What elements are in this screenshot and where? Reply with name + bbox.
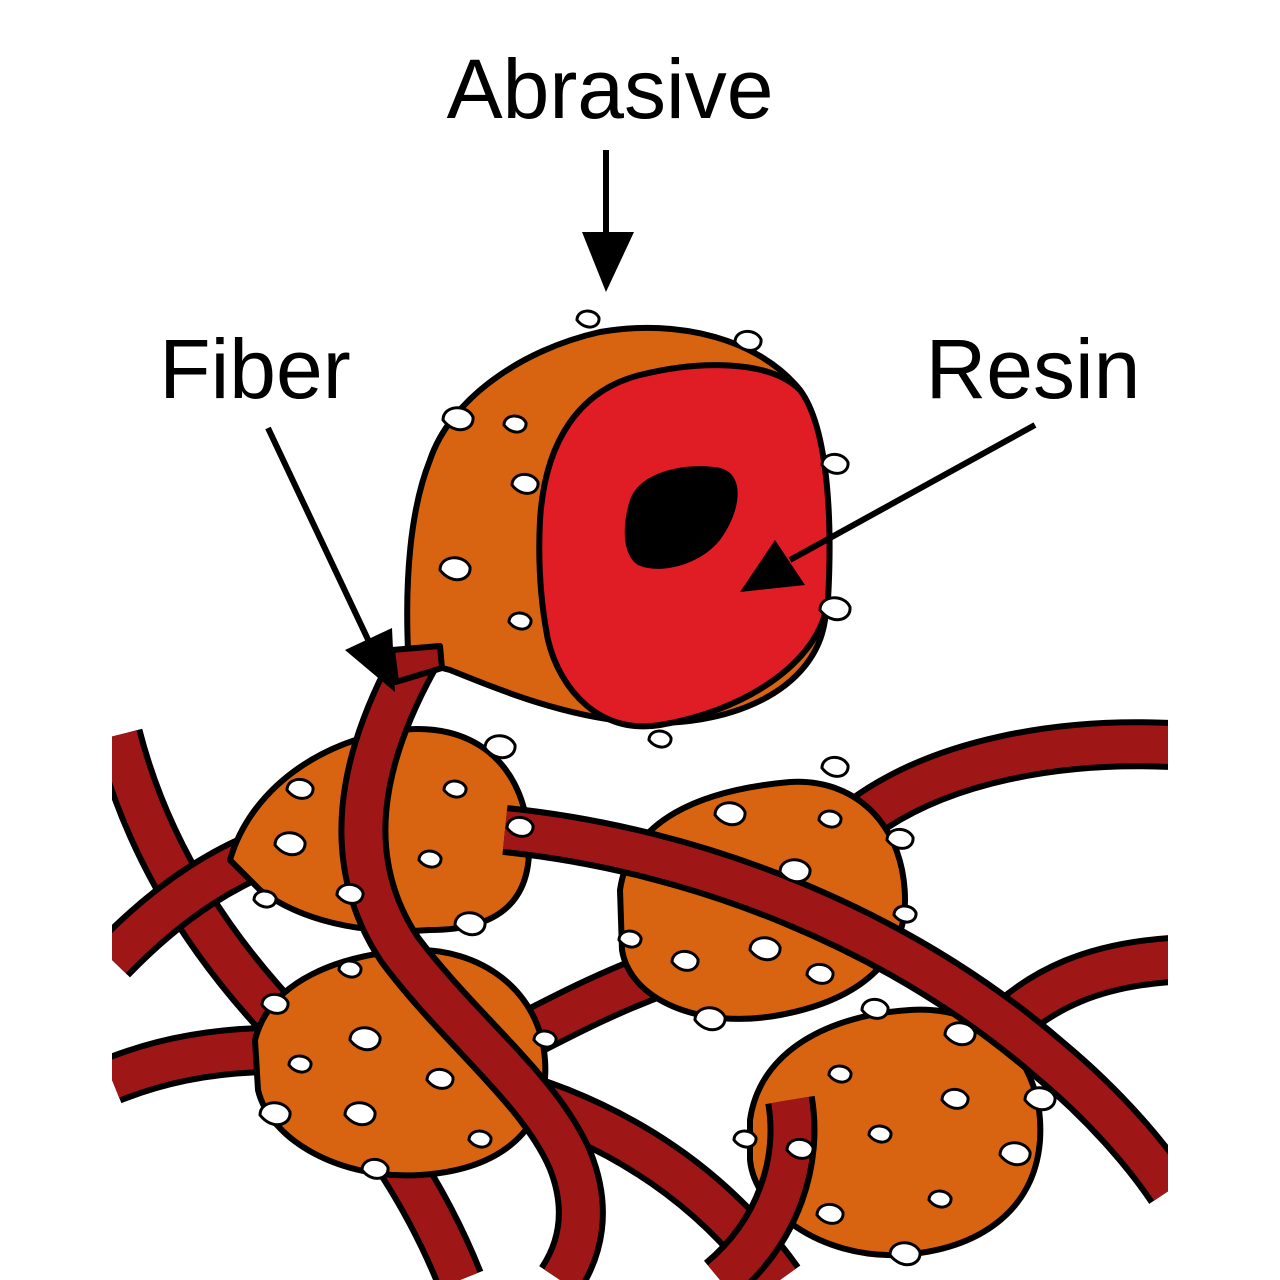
abrasive-grain	[417, 849, 443, 869]
abrasive-grain	[785, 1137, 815, 1160]
arrow-resin-head	[740, 540, 805, 592]
abrasive-grain	[713, 801, 747, 827]
abrasive-grain	[442, 779, 468, 799]
fiber-long-diagonal	[503, 811, 1168, 1201]
abrasive-grain	[943, 1021, 977, 1047]
abrasive-grain	[438, 556, 472, 582]
abrasive-grain	[927, 1189, 953, 1209]
abrasive-grain	[817, 809, 843, 829]
resin-blob-4	[747, 1006, 1044, 1259]
fiber-core	[624, 466, 738, 569]
label-fiber: Fiber	[159, 322, 350, 416]
abrasive-grain	[778, 858, 812, 884]
label-group-fiber: Fiber	[159, 322, 395, 692]
abrasive-grain	[670, 949, 700, 972]
abrasive-grain	[252, 889, 278, 909]
abrasive-grain	[647, 729, 673, 749]
abrasive-grain	[827, 1064, 853, 1084]
abrasive-grain	[425, 1067, 455, 1090]
abrasive-grain	[733, 329, 763, 352]
abrasive-grain	[510, 472, 540, 495]
abrasive-grain	[467, 1129, 493, 1149]
label-group-abrasive: Abrasive	[447, 42, 774, 292]
abrasive-grain	[273, 831, 307, 857]
abrasive-grain	[343, 1101, 377, 1127]
abrasive-grain	[617, 929, 643, 949]
abrasive-grain	[820, 452, 850, 475]
abrasive-grain	[693, 1006, 727, 1032]
abrasive-grain	[337, 959, 363, 979]
arrow-fiber-shaft	[265, 426, 375, 650]
abrasive-grain	[258, 1101, 292, 1127]
abrasive-grain	[483, 734, 517, 760]
arrow-fiber-head	[345, 628, 395, 692]
abrasive-grain	[502, 414, 528, 434]
label-abrasive: Abrasive	[447, 42, 774, 136]
abrasive-grain	[260, 992, 290, 1015]
abrasive-grain	[287, 1054, 313, 1074]
abrasive-grain	[505, 815, 535, 838]
abrasive-grain	[892, 904, 918, 924]
fiber-lower-center	[707, 1096, 812, 1280]
abrasive-grain	[940, 1087, 970, 1110]
abrasive-grain	[805, 962, 835, 985]
abrasive-grain	[885, 827, 915, 850]
abrasive-grain	[732, 1129, 758, 1149]
abrasive-grain	[285, 777, 315, 800]
abrasive-grain	[998, 1141, 1032, 1167]
abrasive-grain	[532, 1029, 558, 1049]
fiber-top-right	[848, 725, 1168, 836]
abrasive-grain	[748, 936, 782, 962]
abrasive-grain	[867, 1124, 893, 1144]
abrasive-grain	[888, 1241, 922, 1267]
abrasive-grain	[441, 406, 475, 432]
abrasive-grain	[453, 911, 487, 937]
abrasive-grain	[820, 755, 850, 778]
abrasive-grain	[818, 596, 852, 622]
abrasive-grain	[335, 882, 365, 905]
abrasive-grain	[575, 309, 601, 329]
arrow-resin-shaft	[788, 422, 1037, 563]
fibers-front	[502, 805, 1168, 1280]
label-resin: Resin	[926, 322, 1141, 416]
abrasive-grain	[815, 1202, 845, 1225]
abrasive-grain	[1023, 1086, 1057, 1112]
label-group-resin: Resin	[740, 322, 1140, 592]
arrow-abrasive-head	[582, 232, 634, 292]
abrasive-grain	[360, 1157, 390, 1180]
abrasive-grains	[252, 309, 1057, 1267]
abrasive-grain	[507, 611, 533, 631]
abrasive-grain	[348, 1026, 382, 1052]
main-fiber-strand	[344, 650, 600, 1280]
abrasive-grain	[860, 997, 890, 1020]
